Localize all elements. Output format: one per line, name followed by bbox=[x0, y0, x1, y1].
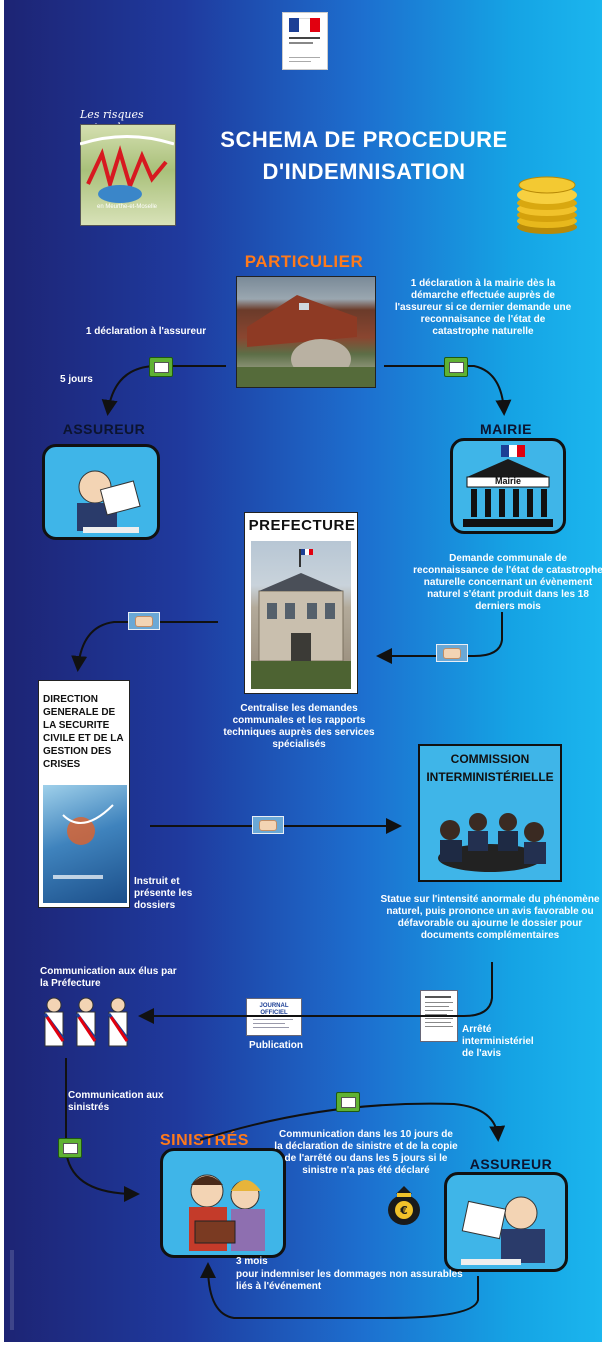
envelope-icon bbox=[336, 1092, 360, 1112]
particulier-label: PARTICULIER bbox=[244, 252, 364, 271]
note-statue: Statue sur l'intensité anormale du phéno… bbox=[380, 894, 600, 941]
flow-arrows bbox=[65, 365, 512, 1319]
assureur-top-label: ASSUREUR bbox=[62, 421, 146, 437]
dgscgc-cover-image bbox=[43, 785, 127, 903]
sinistres-illustration bbox=[160, 1148, 286, 1258]
particulier-house-photo bbox=[236, 276, 376, 388]
elus-illustration bbox=[40, 996, 132, 1048]
assureur-bottom-label: ASSUREUR bbox=[469, 1156, 553, 1172]
commission-card: COMMISSION INTERMINISTÉRIELLE bbox=[418, 744, 562, 882]
note-publication: Publication bbox=[249, 1040, 303, 1051]
note-3-mois-line2: pour indemniser les dommages non assurab… bbox=[236, 1269, 463, 1292]
republic-logo bbox=[282, 12, 328, 70]
svg-text:€: € bbox=[399, 1204, 408, 1217]
prefecture-photo bbox=[251, 541, 351, 689]
envelope-icon bbox=[149, 357, 173, 377]
assureur-bottom-illustration bbox=[444, 1172, 568, 1272]
mairie-sign: Mairie bbox=[494, 476, 521, 486]
commission-label-line2: INTERMINISTÉRIELLE bbox=[426, 770, 554, 784]
page-title-line2: D'INDEMNISATION bbox=[262, 159, 466, 184]
note-5-jours: 5 jours bbox=[60, 374, 93, 385]
note-communication-10-jours: Communication dans les 10 jours de la dé… bbox=[274, 1129, 458, 1176]
commission-label-line1: COMMISSION bbox=[450, 752, 530, 766]
assureur-top-illustration bbox=[42, 444, 160, 540]
mairie-illustration: Mairie bbox=[450, 438, 566, 534]
arrow-prefecture-dgscgc bbox=[71, 621, 218, 672]
note-instruit: Instruit et présente les dossiers bbox=[134, 876, 193, 911]
arrow-particulier-mairie bbox=[384, 365, 512, 416]
arrow-assureur-sinistres-bottom bbox=[200, 1262, 479, 1319]
note-communication-sinistres: Communication aux sinistrés bbox=[68, 1090, 164, 1113]
note-demande-communale: Demande communale de reconnaissance de l… bbox=[413, 553, 602, 612]
prefecture-card: PREFECTURE bbox=[244, 512, 358, 694]
envelope-icon bbox=[58, 1138, 82, 1158]
dgscgc-label: DIRECTION GENERALE DE LA SECURITE CIVILE… bbox=[43, 694, 124, 770]
journal-line2: OFFICIEL bbox=[260, 1010, 288, 1016]
note-particulier-mairie: 1 déclaration à la mairie dès la démarch… bbox=[394, 278, 572, 337]
arrow-mairie-prefecture bbox=[376, 612, 503, 664]
money-bag-icon: € bbox=[384, 1180, 424, 1228]
mairie-label: MAIRIE bbox=[480, 421, 532, 437]
note-arrete: Arrêté interministériel de l'avis bbox=[462, 1024, 534, 1059]
hand-document-icon bbox=[128, 612, 160, 630]
dgscgc-card: DIRECTION GENERALE DE LA SECURITE CIVILE… bbox=[38, 680, 130, 908]
envelope-icon bbox=[444, 357, 468, 377]
hand-document-icon bbox=[436, 644, 468, 662]
note-3-mois-line1: 3 mois bbox=[236, 1256, 268, 1267]
note-declaration-assureur: 1 déclaration à l'assureur bbox=[85, 326, 207, 337]
note-centralise: Centralise les demandes communales et le… bbox=[223, 703, 375, 750]
coins-icon bbox=[514, 175, 580, 235]
note-communication-elus: Communication aux élus par la Préfecture bbox=[40, 966, 177, 989]
journal-line1: JOURNAL bbox=[259, 1003, 289, 1009]
arrow-elus-sinistres bbox=[65, 1058, 140, 1202]
prefecture-label: PREFECTURE bbox=[248, 517, 356, 534]
arrow-commission-publication bbox=[138, 962, 493, 1024]
arrow-sinistres-assureur-top bbox=[199, 1102, 506, 1142]
hand-document-icon bbox=[252, 816, 284, 834]
sinistres-label: SINISTRÉS bbox=[160, 1132, 249, 1149]
logo-sub-text: en Meurthe-et-Moselle bbox=[96, 204, 158, 210]
page-title-line1: SCHEMA DE PROCEDURE bbox=[220, 127, 508, 152]
imprint-text bbox=[10, 1250, 14, 1330]
